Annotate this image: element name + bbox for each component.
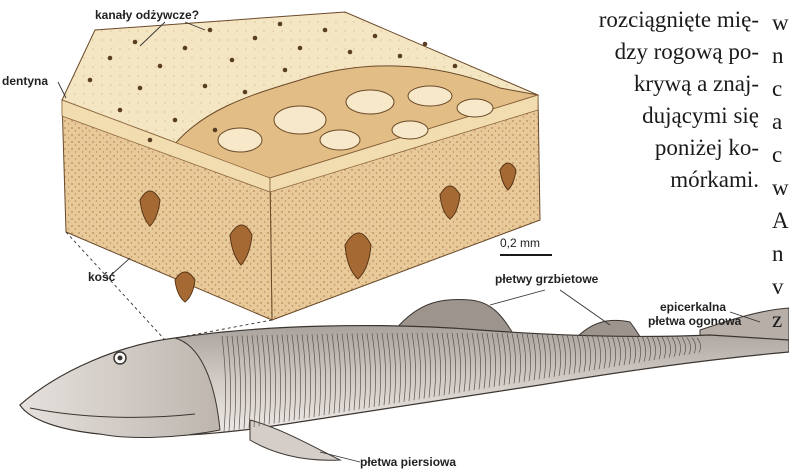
label-dorsal-fins: płetwy grzbietowe (495, 272, 598, 286)
body-text-column: rozciągnięte mię- dzy rogową po- krywą a… (599, 4, 759, 196)
edge-letter: n (772, 39, 789, 72)
text-line: krywą a znaj- (599, 68, 759, 100)
edge-letter: w (772, 171, 789, 204)
label-bone: kość (88, 270, 115, 284)
text-line: mórkami. (599, 164, 759, 196)
edge-letter: w (772, 6, 789, 39)
label-pectoral-fin: płetwa piersiowa (360, 455, 456, 469)
text-line: dzy rogową po- (599, 36, 759, 68)
label-dentin: dentyna (2, 74, 48, 88)
edge-letter: c (772, 138, 789, 171)
edge-letter: n (772, 237, 789, 270)
edge-letter: c (772, 72, 789, 105)
label-epicercal-2: płetwa ogonowa (648, 314, 741, 328)
fish-pupil (118, 356, 123, 361)
edge-letter: A (772, 204, 789, 237)
tissue-block (62, 12, 540, 320)
edge-letter: a (772, 105, 789, 138)
text-line: dującymi się (599, 100, 759, 132)
label-epicercal-1: epicerkalna (660, 300, 726, 314)
label-scale: 0,2 mm (500, 236, 540, 250)
edge-letter: z (772, 303, 789, 336)
text-line: poniżej ko- (599, 132, 759, 164)
label-nutrient-canals: kanały odżywcze? (95, 8, 199, 22)
edge-text-column: w n c a c w A n v z (772, 6, 789, 336)
edge-letter: v (772, 270, 789, 303)
text-line: rozciągnięte mię- (599, 4, 759, 36)
pectoral-fin (250, 420, 340, 460)
